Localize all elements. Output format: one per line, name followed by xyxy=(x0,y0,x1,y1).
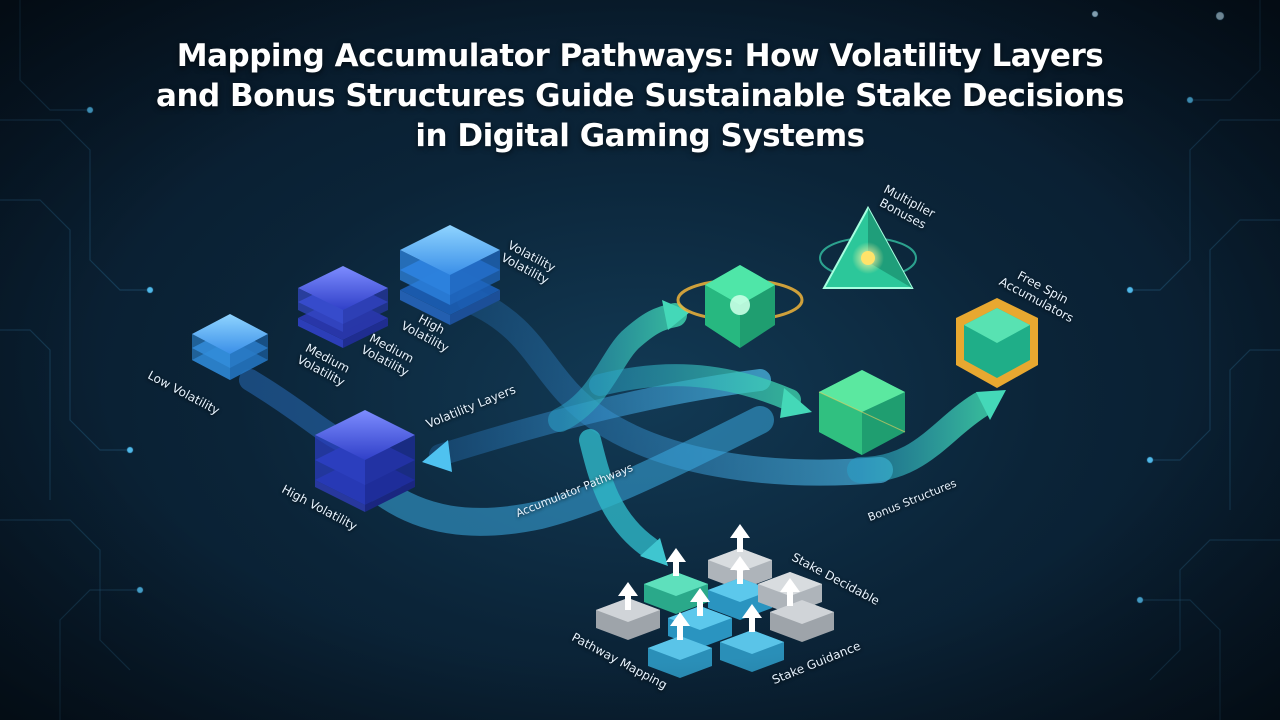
page-title: Mapping Accumulator Pathways: How Volati… xyxy=(156,38,1124,154)
